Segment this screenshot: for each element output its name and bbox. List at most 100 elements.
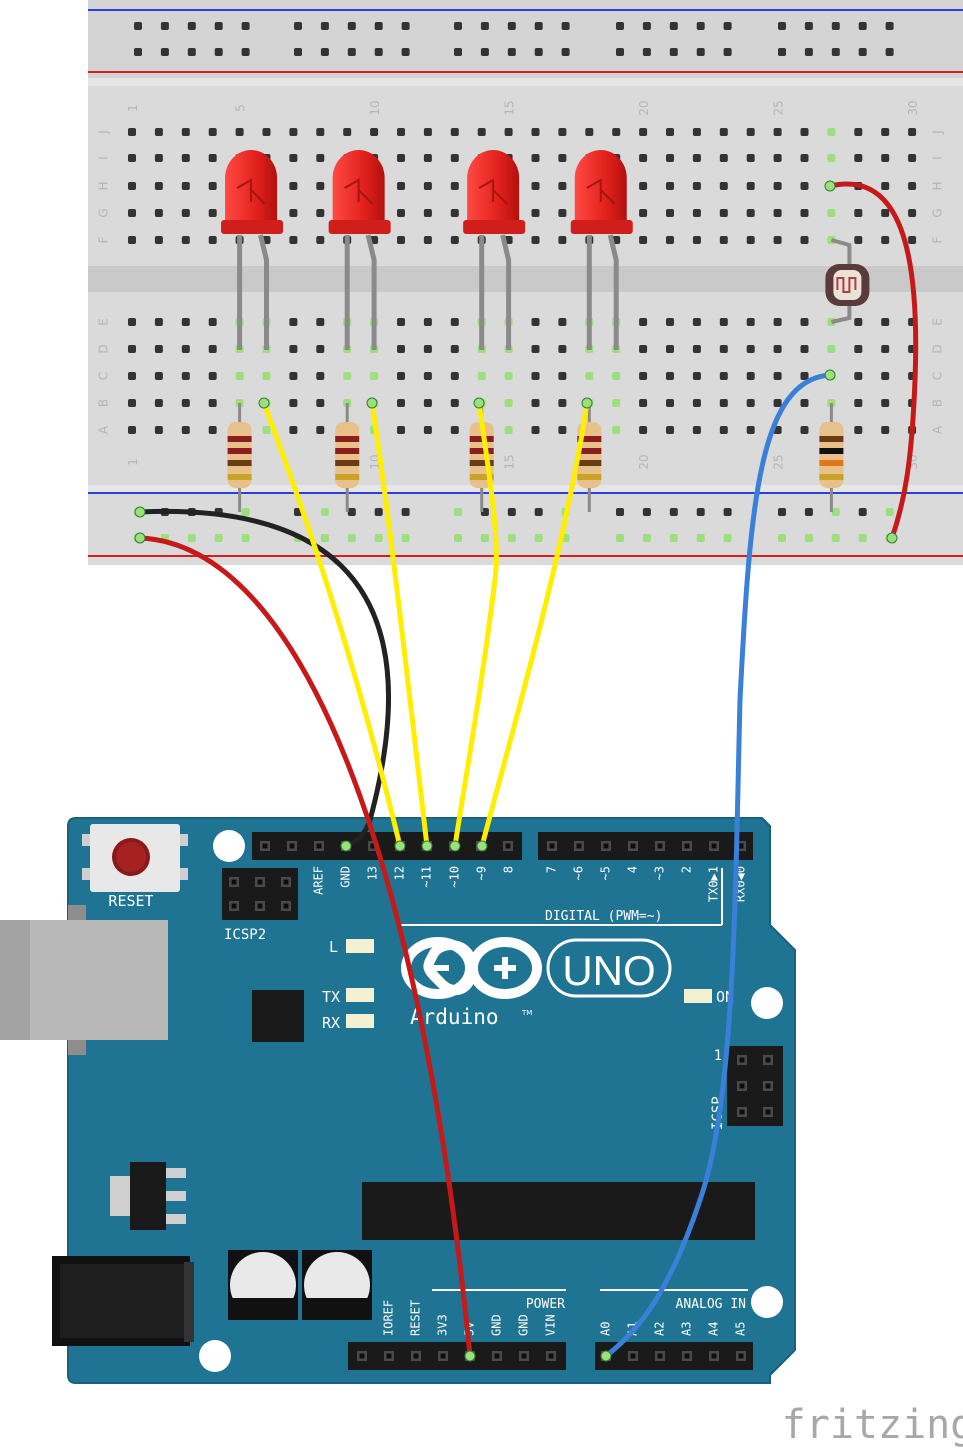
row-letter: D [931, 344, 945, 353]
led-tx-indicator [346, 988, 374, 1002]
breadboard-hole [128, 154, 136, 162]
breadboard-hole [154, 236, 163, 244]
power-pin-label: GND [517, 1314, 531, 1336]
rail-hole [885, 22, 894, 30]
resistor[interactable] [227, 403, 252, 512]
rail-hole [454, 22, 462, 30]
breadboard-hole [128, 426, 136, 434]
resistor[interactable] [335, 403, 360, 512]
breadboard-hole [800, 236, 809, 244]
digital-pin-label: AREF [312, 866, 326, 895]
breadboard-hole [908, 236, 917, 244]
digital-pin-label: ~6 [572, 866, 586, 880]
wire-endpoint [600, 1350, 612, 1362]
breadboard-hole [881, 345, 890, 353]
breadboard-hole [154, 182, 163, 190]
wire-endpoint [134, 532, 146, 544]
wire-red-ldr[interactable] [827, 181, 919, 541]
resistor[interactable] [819, 403, 844, 512]
breadboard-hole [773, 399, 782, 407]
photoresistor-ldr[interactable] [825, 238, 870, 324]
digital-pin-label: 2 [680, 866, 694, 873]
breadboard-hole [128, 236, 136, 244]
rail-hole [320, 48, 329, 56]
rail-hole [454, 534, 462, 542]
breadboard-hole [208, 182, 217, 190]
breadboard-hole [666, 426, 674, 434]
rail-hole [696, 22, 705, 30]
rail-hole [347, 508, 356, 516]
breadboard-hole [181, 399, 190, 407]
breadboard-hole [397, 128, 405, 136]
rail-hole [804, 534, 813, 542]
breadboard-hole [854, 236, 863, 244]
breadboard-hole [639, 154, 648, 162]
rail-hole [507, 22, 516, 30]
breadboard-hole [800, 154, 809, 162]
row-letter: J [97, 130, 111, 135]
wire-yellow-pin9[interactable] [479, 400, 590, 849]
rail-hole [480, 48, 489, 56]
row-letter: I [931, 156, 945, 160]
breadboard-hole [423, 399, 432, 407]
trademark-mark: TM [521, 1009, 532, 1017]
red-led[interactable] [570, 150, 633, 350]
breadboard-hole [262, 426, 271, 434]
arduino-logo [401, 937, 672, 999]
breadboard-hole [208, 154, 217, 162]
fritzing-watermark: fritzing [782, 1402, 963, 1448]
breadboard-hole [154, 372, 163, 380]
breadboard-hole [612, 128, 621, 136]
rail-hole [723, 48, 732, 56]
led-rx-indicator [346, 1014, 374, 1028]
breadboard-hole [719, 128, 728, 136]
wire-black-gnd[interactable] [137, 508, 391, 849]
rail-hole [885, 508, 894, 516]
breadboard-hole [208, 318, 217, 326]
wire-yellow-pin10[interactable] [452, 400, 499, 849]
breadboard-hole [639, 318, 648, 326]
rail-hole [347, 48, 356, 56]
breadboard-hole [128, 399, 136, 407]
breadboard-hole [612, 426, 621, 434]
rail-hole [804, 508, 813, 516]
breadboard-hole [800, 372, 809, 380]
breadboard-hole [370, 128, 379, 136]
led-rx-label: RX [322, 1014, 340, 1032]
breadboard-hole [423, 372, 432, 380]
wire-yellow-pin12[interactable] [261, 400, 403, 849]
rail-hole [294, 48, 302, 56]
breadboard-hole [181, 345, 190, 353]
breadboard-hole [343, 372, 352, 380]
breadboard-hole [692, 236, 701, 244]
red-led[interactable] [328, 150, 391, 350]
wire-yellow-pin11[interactable] [369, 400, 430, 849]
breadboard-hole [800, 318, 809, 326]
rail-hole [507, 534, 516, 542]
breadboard-hole [639, 345, 648, 353]
breadboard-hole [477, 128, 486, 136]
digital-pin-label: ~3 [653, 866, 667, 880]
breadboard-hole [181, 154, 190, 162]
rail-hole [241, 508, 250, 516]
wire-endpoint [421, 840, 433, 852]
column-number: 20 [637, 100, 651, 115]
breadboard-hole [450, 345, 459, 353]
wire-endpoint [366, 397, 378, 409]
digital-pin-label: GND [339, 866, 353, 888]
breadboard-hole [854, 372, 863, 380]
breadboard-hole [881, 182, 890, 190]
breadboard-hole [639, 426, 648, 434]
red-led[interactable] [463, 149, 526, 350]
red-led[interactable] [221, 150, 284, 350]
wire-red-5v[interactable] [137, 535, 473, 1359]
wire-blue-a0[interactable] [603, 372, 833, 1359]
wire-endpoint [473, 397, 485, 409]
rail-hole [858, 534, 867, 542]
breadboard-hole [639, 236, 648, 244]
breadboard-hole [746, 399, 755, 407]
breadboard-hole [154, 154, 163, 162]
breadboard-hole [423, 426, 432, 434]
breadboard-hole [692, 426, 701, 434]
breadboard-hole [666, 372, 674, 380]
